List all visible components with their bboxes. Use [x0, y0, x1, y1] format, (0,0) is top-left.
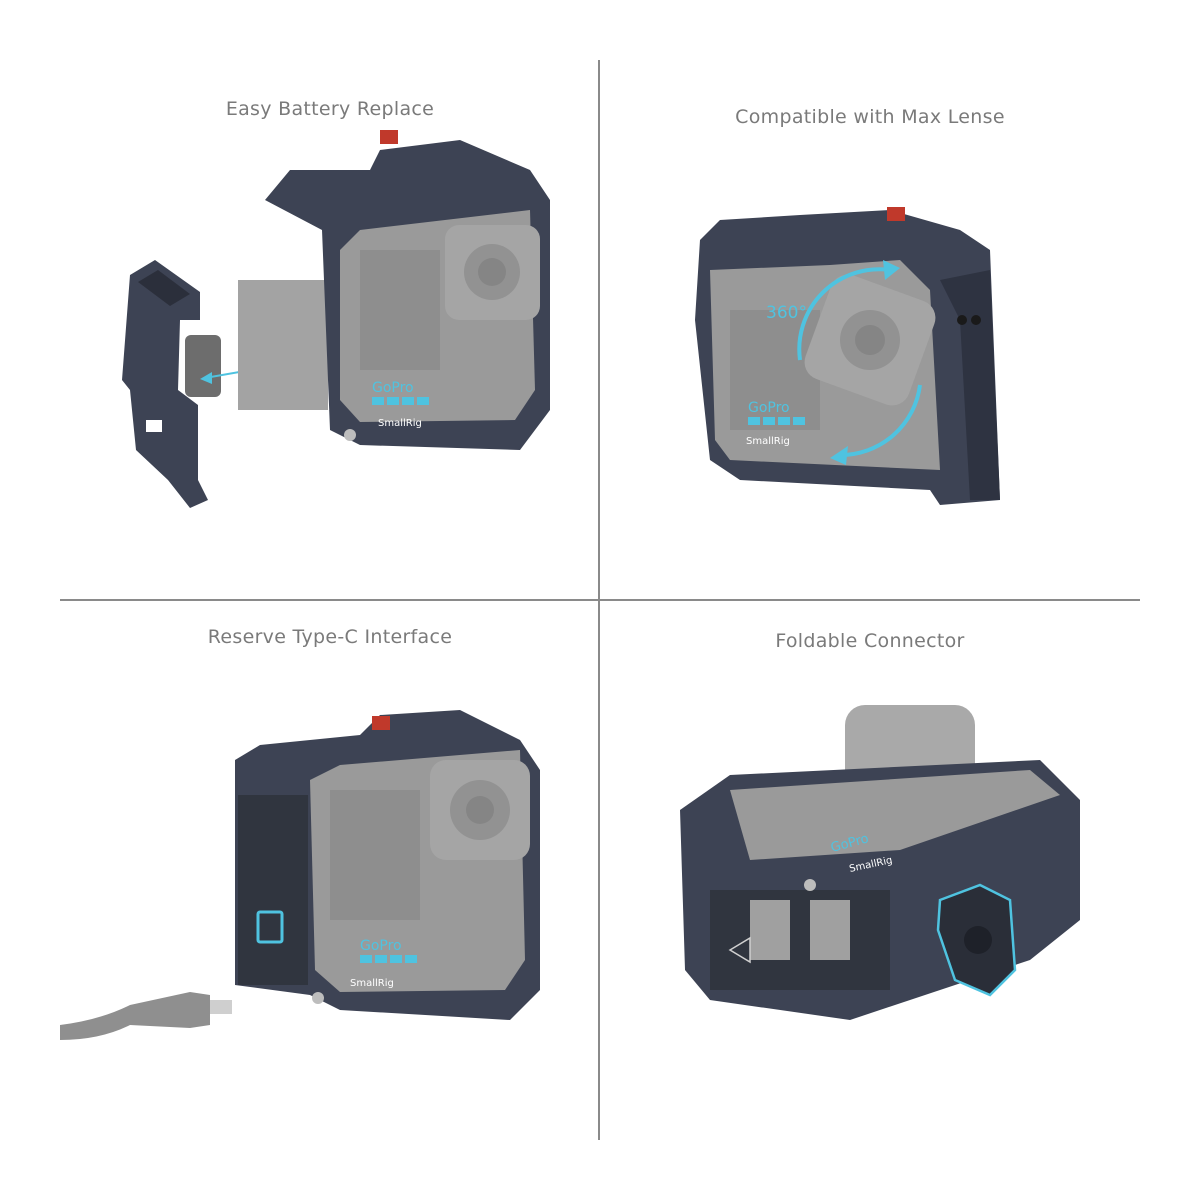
foldable-connector-illustration: GoPro SmallRig	[680, 705, 1080, 1020]
panel-foldable-connector: Foldable Connector GoPro SmallRig	[600, 600, 1140, 1140]
svg-text:GoPro: GoPro	[360, 938, 402, 954]
camera-cage-icon: GoPro SmallRig	[680, 760, 1080, 1020]
rotation-label: 360°	[766, 303, 807, 323]
battery-door-icon	[122, 260, 208, 508]
svg-text:SmallRig: SmallRig	[350, 978, 394, 989]
foldable-mount-icon	[936, 883, 1017, 997]
type-c-illustration: GoPro SmallRig	[60, 710, 540, 1040]
battery-cap-icon	[185, 335, 221, 397]
rotation-arrow-icon	[797, 260, 922, 465]
panel-max-lens: Compatible with Max Lense GoPro SmallRig…	[600, 60, 1140, 600]
max-lens-illustration: GoPro SmallRig 360°	[695, 207, 1000, 505]
panel-title: Reserve Type-C Interface	[207, 626, 453, 648]
svg-text:GoPro: GoPro	[372, 380, 414, 396]
panel-title: Easy Battery Replace	[225, 98, 435, 120]
usb-c-port-icon	[256, 910, 284, 944]
svg-text:SmallRig: SmallRig	[378, 418, 422, 429]
usb-c-cable-icon	[60, 992, 232, 1040]
camera-cage-icon: GoPro SmallRig	[695, 207, 1000, 505]
camera-cage-icon: GoPro SmallRig	[235, 710, 540, 1020]
svg-text:GoPro: GoPro	[748, 400, 790, 416]
battery-icon	[238, 280, 328, 410]
svg-text:SmallRig: SmallRig	[746, 436, 790, 447]
panel-title: Compatible with Max Lense	[735, 106, 1005, 128]
horizontal-divider	[60, 599, 1140, 601]
battery-replace-illustration: GoPro SmallRig	[122, 130, 550, 508]
panel-battery-replace: Easy Battery Replace GoPro SmallRig	[60, 60, 600, 600]
camera-cage-icon: GoPro SmallRig	[265, 130, 550, 450]
panel-type-c: Reserve Type-C Interface GoPro SmallRig	[60, 600, 600, 1140]
panel-title: Foldable Connector	[775, 630, 965, 652]
